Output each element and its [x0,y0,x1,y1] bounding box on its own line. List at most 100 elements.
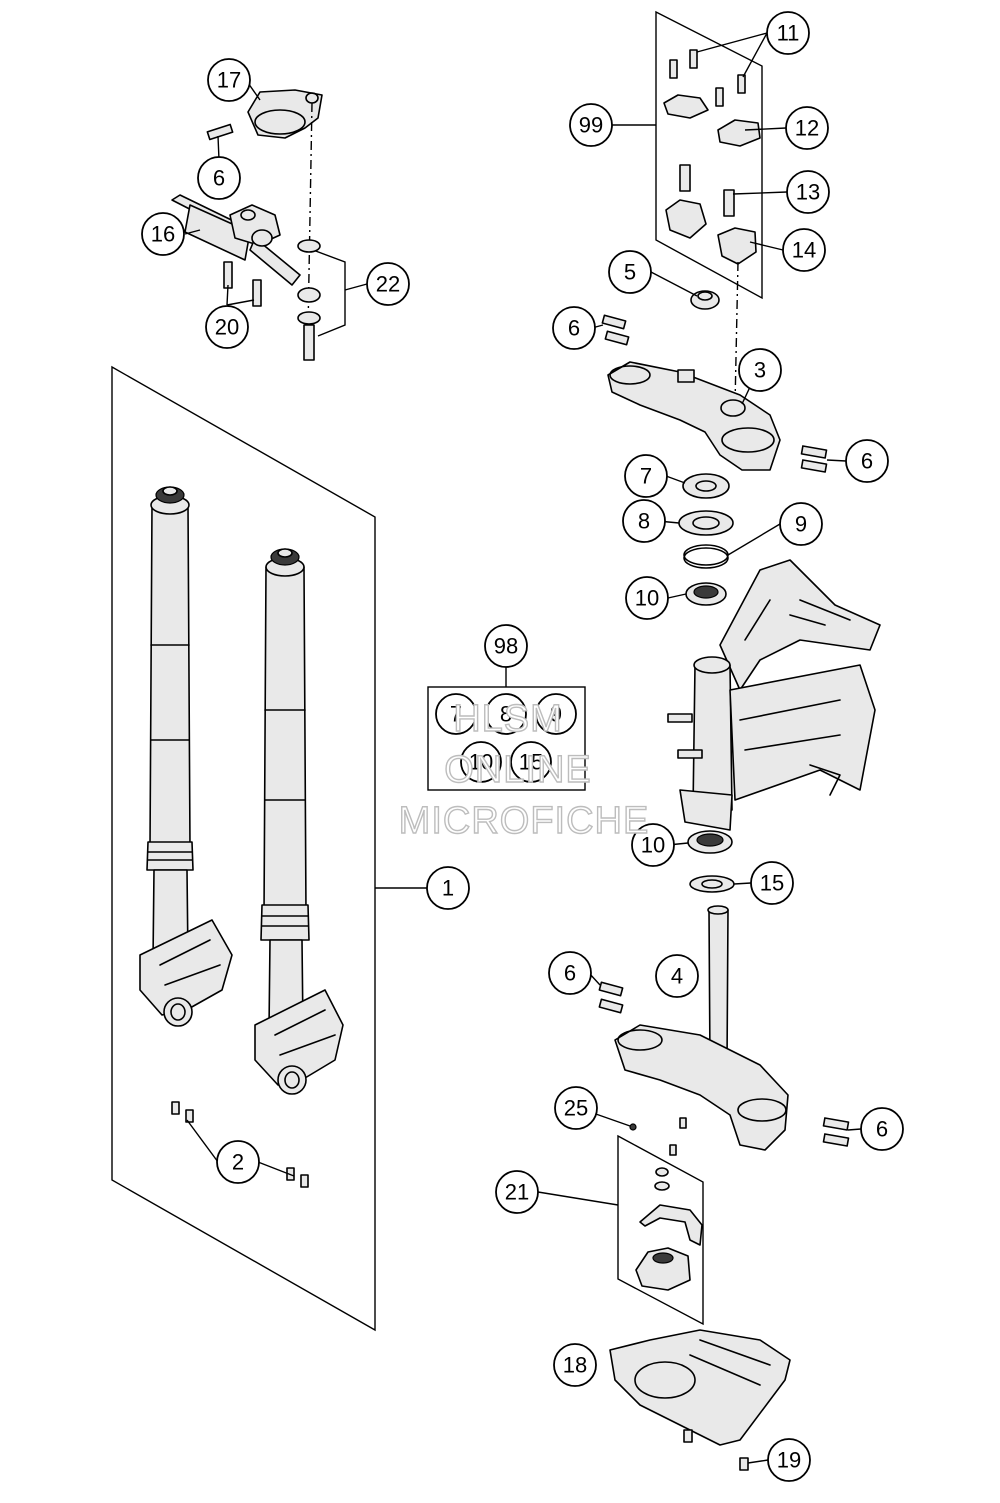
ring-9 [683,544,729,569]
watermark-line3: MICROFICHE [399,800,650,842]
callout-11-label: 11 [777,21,800,46]
callout-7[interactable]: 7 [624,454,668,498]
callout-14[interactable]: 14 [782,228,826,272]
clamp-kit-panel [655,10,763,300]
kit-item-7-label: 7 [450,702,462,727]
callout-16[interactable]: 16 [141,212,185,256]
bolts-6-lower-right [822,1117,850,1147]
damper-clamp-17 [247,89,323,139]
callout-17-label: 17 [217,68,241,93]
bolt-6-top [206,123,234,141]
callout-18[interactable]: 18 [553,1343,597,1387]
callout-4[interactable]: 4 [655,954,699,998]
kit-item-15 [510,741,552,783]
callout-6-c-label: 6 [861,449,873,474]
callout-20[interactable]: 20 [205,305,249,349]
bearing-10-lower [687,830,733,854]
kit-item-7 [435,693,477,735]
kit-item-8-label: 8 [500,702,512,727]
callout-15[interactable]: 15 [750,861,794,905]
callout-5[interactable]: 5 [608,250,652,294]
bolts-20 [223,261,262,307]
callout-8[interactable]: 8 [622,499,666,543]
callout-25[interactable]: 25 [554,1086,598,1130]
callout-1[interactable]: 1 [426,866,470,910]
steering-damper-bracket-panel [617,1134,704,1326]
fork-leg-right [254,548,344,1095]
callout-3-label: 3 [754,358,766,383]
bearing-10-upper [685,582,727,606]
callout-99[interactable]: 99 [569,103,613,147]
callout-22[interactable]: 22 [366,262,410,306]
upper-triple-clamp-3 [607,361,781,471]
callout-21[interactable]: 21 [495,1170,539,1214]
callout-6-a-label: 6 [213,166,225,191]
watermark-line2: ONLINE [444,749,591,791]
callout-1-label: 1 [442,876,454,901]
callout-11[interactable]: 11 [766,11,810,55]
watermark-line1: HLSM [453,698,563,740]
callout-8-label: 8 [638,509,650,534]
fork-panel [111,365,376,1332]
callout-3[interactable]: 3 [738,348,782,392]
screws-25 [629,1117,687,1156]
bearing-7 [682,473,730,499]
callout-15-label: 15 [760,871,784,896]
washer-bracket [312,249,346,337]
damper-bracket-21 [635,1167,703,1291]
kit-98-contents: 7 8 9 10 15 [435,693,577,783]
watermark: HLSM ONLINE MICROFICHE [398,697,650,842]
callout-14-label: 14 [792,238,816,263]
callout-7-label: 7 [640,464,652,489]
callout-6-e[interactable]: 6 [860,1107,904,1151]
callout-6-b[interactable]: 6 [552,306,596,350]
callout-99-label: 99 [579,113,603,138]
callout-10-a[interactable]: 10 [625,576,669,620]
callout-6-a[interactable]: 6 [197,156,241,200]
callout-98-label: 98 [494,634,518,659]
fork-leg-left [139,486,233,1027]
callout-6-c[interactable]: 6 [845,439,889,483]
clamp-axis-line [734,261,739,406]
callout-13-label: 13 [796,180,820,205]
callout-17[interactable]: 17 [207,58,251,102]
callout-98[interactable]: 98 [484,624,528,668]
callout-4-label: 4 [671,964,683,989]
callout-9-label: 9 [795,512,807,537]
seal-15 [689,875,735,893]
kit-item-9-label: 9 [550,702,562,727]
callout-2-label: 2 [232,1150,244,1175]
bolts-6-lower-left [598,981,624,1014]
callout-25-label: 25 [564,1096,588,1121]
callout-19[interactable]: 19 [767,1438,811,1482]
callout-10-b[interactable]: 10 [631,823,675,867]
clamp-kit-parts [663,49,761,265]
callout-9[interactable]: 9 [779,502,823,546]
kit-item-10 [460,741,502,783]
kit-item-15-label: 15 [519,750,543,775]
callout-6-d-label: 6 [564,961,576,986]
callout-12-label: 12 [795,116,819,141]
bolts-6-upper-right [800,445,828,473]
bolts-6-upper [601,314,630,346]
callout-2[interactable]: 2 [216,1140,260,1184]
callout-13[interactable]: 13 [786,170,830,214]
callout-21-label: 21 [505,1180,529,1205]
callout-12[interactable]: 12 [785,106,829,150]
cover-18 [609,1329,791,1446]
callout-16-label: 16 [151,222,175,247]
lower-triple-clamp-4 [614,905,789,1151]
nut-5 [690,290,720,310]
callout-22-label: 22 [376,272,400,297]
callout-20-label: 20 [215,315,239,340]
kit-item-8 [485,693,527,735]
frame-section [667,559,881,831]
callout-19-label: 19 [777,1448,801,1473]
steering-damper-16 [171,194,301,286]
seal-8 [678,510,734,536]
callout-6-d[interactable]: 6 [548,951,592,995]
callout-18-label: 18 [563,1353,587,1378]
callout-10-b-label: 10 [641,833,665,858]
